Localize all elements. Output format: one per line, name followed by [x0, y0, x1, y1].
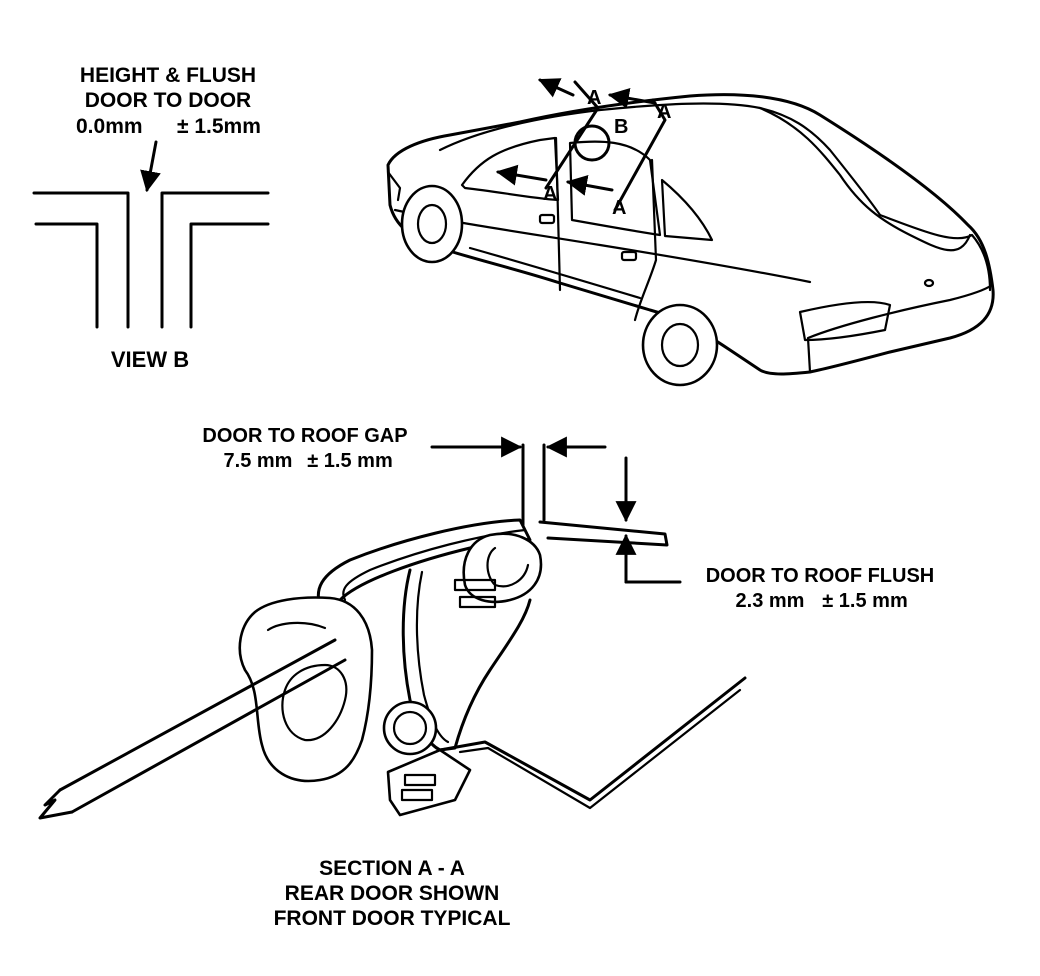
- gap-tolerance: ± 1.5 mm: [307, 450, 392, 472]
- section-a-a-detail: DOOR TO ROOF GAP 7.5 mm ± 1.5 mm DOOR TO…: [38, 425, 935, 930]
- weatherstrip-clip-lower: [458, 595, 497, 609]
- glass-run-circle-inner: [392, 710, 428, 746]
- car-taillight: [798, 301, 892, 342]
- car-rear-window: [568, 140, 662, 237]
- car-rear-wheel: [641, 303, 719, 387]
- car-front-hubcap: [416, 203, 448, 245]
- flush-label: DOOR TO ROOF FLUSH: [706, 565, 935, 587]
- section-title: SECTION A - A: [319, 857, 465, 880]
- view-b-left-panel: [32, 191, 130, 329]
- car-rear-hubcap: [660, 322, 700, 368]
- section-marker-a-top-left: A: [587, 87, 601, 109]
- detail-marker-b: B: [614, 116, 628, 138]
- gap-label: DOOR TO ROOF GAP: [202, 425, 407, 447]
- section-arrow-top-left: [538, 78, 575, 98]
- view-b-spec-line2: DOOR TO DOOR: [85, 89, 251, 112]
- flush-value: 2.3 mm: [736, 590, 805, 612]
- lower-retainer: [386, 748, 472, 817]
- door-inner-panel-2: [415, 570, 450, 744]
- car-headlight: [386, 170, 402, 202]
- view-b-left-inner: [34, 222, 99, 329]
- section-marker-a-top-right: A: [657, 101, 671, 123]
- section-cut-line-a-right: [613, 98, 667, 212]
- view-b-spec-value: 0.0mm: [76, 115, 143, 138]
- detail-circle-b: [573, 124, 611, 162]
- glass-rod-bottom: [70, 658, 347, 814]
- car-front-door-seam: [554, 136, 562, 292]
- car-roofline: [438, 102, 882, 217]
- outer-door-skin-inner: [458, 688, 742, 810]
- retainer-slot-2: [400, 788, 434, 802]
- section-marker-a-lower-left: A: [543, 183, 557, 205]
- view-b-caption: VIEW B: [111, 347, 189, 372]
- section-arrow-lower-right: [565, 175, 614, 196]
- outer-door-skin: [438, 676, 747, 802]
- door-seal-main: [238, 596, 374, 783]
- section-marker-a-lower-right: A: [612, 197, 626, 219]
- glass-rod-break: [38, 788, 74, 820]
- section-line3: FRONT DOOR TYPICAL: [274, 907, 511, 930]
- view-b-pointer-arrow: [140, 140, 161, 193]
- view-b-detail: HEIGHT & FLUSH DOOR TO DOOR 0.0mm ± 1.5m…: [32, 64, 270, 372]
- car-rocker-line: [468, 246, 642, 300]
- section-arrow-top-right: [607, 87, 657, 109]
- view-b-right-inner: [189, 222, 270, 329]
- car-rear-door-handle: [620, 250, 638, 262]
- glass-rod-top: [58, 638, 337, 792]
- car-quarter-window: [660, 178, 714, 242]
- car-trunk-lid: [878, 213, 992, 292]
- door-seal-inner: [281, 663, 348, 742]
- flush-tolerance: ± 1.5 mm: [822, 590, 907, 612]
- view-b-spec-line1: HEIGHT & FLUSH: [80, 64, 256, 87]
- car-emblem: [923, 278, 935, 288]
- gap-value: 7.5 mm: [224, 450, 293, 472]
- section-arrow-lower-left: [495, 164, 548, 186]
- section-cut-line-a: [544, 80, 600, 190]
- car-illustration: A A A A B: [386, 78, 995, 387]
- car-rear-glass: [758, 106, 972, 252]
- glass-run-circle: [382, 700, 438, 756]
- car-front-wheel: [400, 184, 464, 264]
- retainer-slot-1: [403, 773, 437, 787]
- door-seal-lip: [266, 621, 327, 632]
- weatherstrip-upper: [462, 532, 543, 604]
- section-line2: REAR DOOR SHOWN: [285, 882, 500, 905]
- weatherstrip-clip-upper: [453, 578, 497, 592]
- roof-panel: [538, 520, 669, 547]
- car-rear-bumper: [806, 283, 994, 374]
- car-front-door-handle: [538, 213, 556, 225]
- car-rear-door-seam: [633, 158, 658, 322]
- view-b-spec-tolerance: ± 1.5mm: [177, 115, 261, 138]
- view-b-right-panel: [160, 191, 270, 329]
